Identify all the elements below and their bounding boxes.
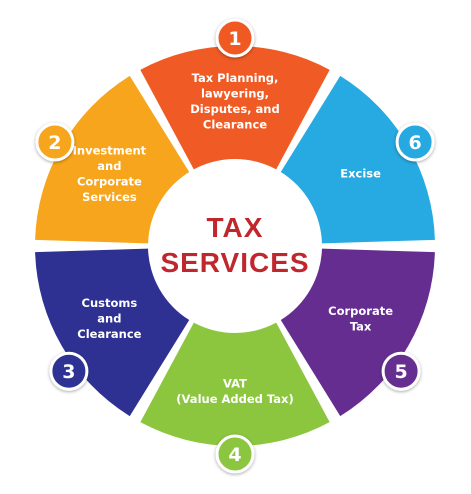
- segment-1-label-line: lawyering,: [201, 86, 269, 100]
- center-circle: [151, 162, 319, 330]
- segment-4-label-line: (Value Added Tax): [176, 392, 293, 406]
- badge-6-number: 6: [408, 132, 421, 154]
- segment-2-label-line: Services: [82, 190, 137, 204]
- badge-4-number: 4: [228, 444, 241, 466]
- badge-4: 4: [215, 434, 255, 474]
- badge-3-circle: [49, 351, 89, 391]
- segment-5-label-line: Corporate: [328, 304, 393, 318]
- badge-2-number: 2: [48, 132, 61, 154]
- segment-1-label-line: Tax Planning,: [192, 71, 279, 85]
- segment-1-label-line: Clearance: [203, 117, 267, 131]
- badge-1-circle: [215, 18, 255, 58]
- badge-2: 2: [35, 122, 75, 162]
- badge-5-circle: [381, 351, 421, 391]
- badge-1-number: 1: [228, 28, 241, 50]
- badge-1: 1: [215, 18, 255, 58]
- number-badges-layer: 1 6 5 4 3 2: [35, 18, 435, 474]
- segment-2-label-line: Corporate: [77, 174, 142, 188]
- badge-6-circle: [395, 122, 435, 162]
- segment-5-label-line: Tax: [350, 319, 372, 333]
- segment-4: [140, 322, 330, 447]
- segment-3: [35, 248, 190, 417]
- segment-1: [140, 45, 330, 170]
- segment-6: [280, 75, 435, 244]
- badge-5-number: 5: [394, 361, 407, 383]
- badge-6: 6: [395, 122, 435, 162]
- segment-3-label-line: Customs: [82, 296, 138, 310]
- badge-2-circle: [35, 122, 75, 162]
- badge-3: 3: [49, 351, 89, 391]
- center-title-line1: TAX: [207, 212, 264, 243]
- segment-6-label-line: Excise: [340, 167, 381, 181]
- center-hub: TAX SERVICES: [151, 162, 319, 330]
- badge-3-number: 3: [62, 361, 75, 383]
- segment-2-label-line: and: [97, 159, 121, 173]
- badge-4-circle: [215, 434, 255, 474]
- segment-6-label: Excise: [340, 167, 381, 181]
- segment-4-label-line: VAT: [223, 376, 247, 390]
- center-title-line2: SERVICES: [160, 247, 309, 278]
- segment-3-label-line: Clearance: [77, 327, 141, 341]
- segment-2: [35, 75, 190, 244]
- segment-5: [280, 248, 435, 417]
- segment-2-label-line: Investment: [73, 143, 147, 157]
- segment-4-label: VAT (Value Added Tax): [176, 376, 293, 406]
- segment-1-label-line: Disputes, and: [190, 102, 279, 116]
- badge-5: 5: [381, 351, 421, 391]
- segment-3-label-line: and: [97, 312, 121, 326]
